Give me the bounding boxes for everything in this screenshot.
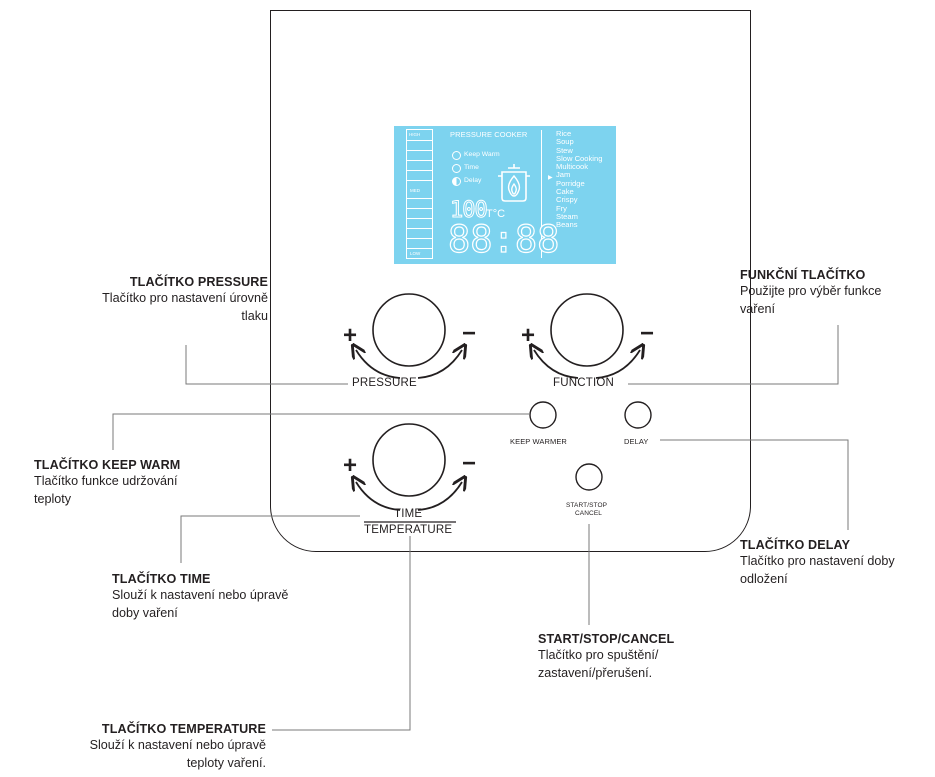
pressure-plus-arrow <box>356 350 401 379</box>
function-plus-arrow <box>534 350 579 379</box>
callout-keep-warm-desc-2: teploty <box>34 492 72 506</box>
start-stop-label: START/STOP <box>566 502 608 509</box>
callout-delay-desc-2: odložení <box>740 572 788 586</box>
clock-readout: 88:88 <box>447 217 560 261</box>
scale-label-low: LOW <box>410 251 421 256</box>
callout-keep-warm: TLAČÍTKO KEEP WARM Tlačítko funkce udržo… <box>34 458 180 508</box>
callout-function: FUNKČNÍ TLAČÍTKO Použijte pro výběr funk… <box>740 268 881 318</box>
menu-item: Soup <box>556 137 574 147</box>
scale-label-high: HIGH <box>409 132 421 137</box>
callout-delay-title: TLAČÍTKO DELAY <box>740 538 851 552</box>
temperature-label: TEMPERATURE <box>364 524 453 536</box>
delay-icon <box>452 177 461 186</box>
start-stop-button[interactable] <box>575 463 603 491</box>
callout-time-title: TLAČÍTKO TIME <box>112 572 211 586</box>
lcd-divider <box>541 130 542 258</box>
menu-pointer-icon: ▶ <box>548 175 553 181</box>
callout-keep-warm-title: TLAČÍTKO KEEP WARM <box>34 458 181 472</box>
leader-delay <box>660 439 849 530</box>
callout-delay: TLAČÍTKO DELAY Tlačítko pro nastavení do… <box>740 538 895 588</box>
callout-keep-warm-desc-1: Tlačítko funkce udržování <box>34 474 178 488</box>
callout-pressure-desc-1: Tlačítko pro nastavení úrovně <box>102 291 268 305</box>
pressure-minus-arrow <box>417 350 462 379</box>
menu-item: Stew <box>556 145 573 155</box>
time-minus-sign: − <box>462 450 477 477</box>
pressure-scale: HIGH MED LOW <box>406 129 433 259</box>
function-minus-arrow <box>595 350 640 379</box>
callout-function-title: FUNKČNÍ TLAČÍTKO <box>740 268 866 282</box>
leader-function <box>628 325 839 385</box>
keep-warmer-label: KEEP WARMER <box>510 437 567 446</box>
leader-keep-warm <box>112 413 530 450</box>
temperature-unit: T°C <box>486 208 506 220</box>
callout-start-stop-desc-2: zastavení/přerušení. <box>538 666 653 680</box>
control-panel-body <box>270 10 751 552</box>
menu-item: Fry <box>556 203 567 213</box>
mode-delay: Delay <box>464 177 482 184</box>
thermometer-icon <box>452 151 461 160</box>
mode-time: Time <box>464 164 479 171</box>
callout-function-desc-1: Použijte pro výběr funkce <box>740 284 882 298</box>
pressure-pot-flame-icon <box>498 164 530 202</box>
callout-function-desc-2: vaření <box>740 302 776 316</box>
delay-button[interactable] <box>624 401 652 429</box>
delay-label: DELAY <box>624 437 649 446</box>
pressure-minus-sign: − <box>462 320 477 347</box>
callout-temperature: TLAČÍTKO TEMPERATURE Slouží k nastavení … <box>50 722 266 772</box>
menu-item: Multicook <box>556 162 589 172</box>
menu-item: Rice <box>556 129 572 138</box>
callout-pressure-title: TLAČÍTKO PRESSURE <box>129 275 268 289</box>
pressure-label: PRESSURE <box>352 377 417 389</box>
lcd-title: PRESSURE COOKER <box>450 130 528 139</box>
callout-pressure: TLAČÍTKO PRESSURE Tlačítko pro nastavení… <box>92 275 268 325</box>
menu-item: Jam <box>556 170 571 180</box>
temperature-readout: 100 <box>450 198 489 224</box>
clock-icon <box>452 164 461 173</box>
function-knob[interactable] <box>550 293 624 367</box>
function-label: FUNCTION <box>553 377 615 389</box>
pressure-plus-sign: + <box>343 322 358 349</box>
time-temperature-knob[interactable] <box>372 423 446 497</box>
leader-time <box>180 515 360 563</box>
function-minus-sign: − <box>640 320 655 347</box>
lcd-menu: Rice Soup Stew Slow Cooking Multicook Ja… <box>556 129 603 230</box>
pressure-knob[interactable] <box>372 293 446 367</box>
keep-warmer-button[interactable] <box>529 401 557 429</box>
function-plus-sign: + <box>521 322 536 349</box>
callout-time-desc-2: doby vaření <box>112 606 178 620</box>
leader-temperature <box>272 536 411 731</box>
lcd-display: HIGH MED LOW PRESSURE COOKER Keep Warm T… <box>394 126 616 264</box>
menu-item: Crispy <box>556 195 578 205</box>
menu-item: Slow Cooking <box>556 153 603 163</box>
menu-item: Cake <box>556 187 574 197</box>
leader-pressure <box>185 345 348 385</box>
callout-start-stop-title: START/STOP/CANCEL <box>538 632 675 646</box>
time-plus-arrow <box>356 482 401 511</box>
callout-start-stop: START/STOP/CANCEL Tlačítko pro spuštění/… <box>538 632 674 682</box>
callout-temperature-desc-2: teploty vaření. <box>186 756 266 770</box>
scale-label-med: MED <box>410 188 420 193</box>
callout-start-stop-desc-1: Tlačítko pro spuštění/ <box>538 648 659 662</box>
menu-item: Porridge <box>556 178 585 188</box>
time-plus-sign: + <box>343 452 358 479</box>
cancel-label: CANCEL <box>575 510 602 517</box>
menu-item: Steam <box>556 211 578 221</box>
callout-time: TLAČÍTKO TIME Slouží k nastavení nebo úp… <box>112 572 288 622</box>
time-minus-arrow <box>417 482 462 511</box>
callout-temperature-title: TLAČÍTKO TEMPERATURE <box>101 722 266 736</box>
callout-delay-desc-1: Tlačítko pro nastavení doby <box>740 554 895 568</box>
callout-time-desc-1: Slouží k nastavení nebo úpravě <box>112 588 289 602</box>
menu-item: Beans <box>556 220 578 230</box>
callout-pressure-desc-2: tlaku <box>241 309 268 323</box>
time-label: TIME <box>394 508 423 520</box>
callout-temperature-desc-1: Slouží k nastavení nebo úpravě <box>89 738 266 752</box>
mode-keep-warm: Keep Warm <box>464 151 500 158</box>
